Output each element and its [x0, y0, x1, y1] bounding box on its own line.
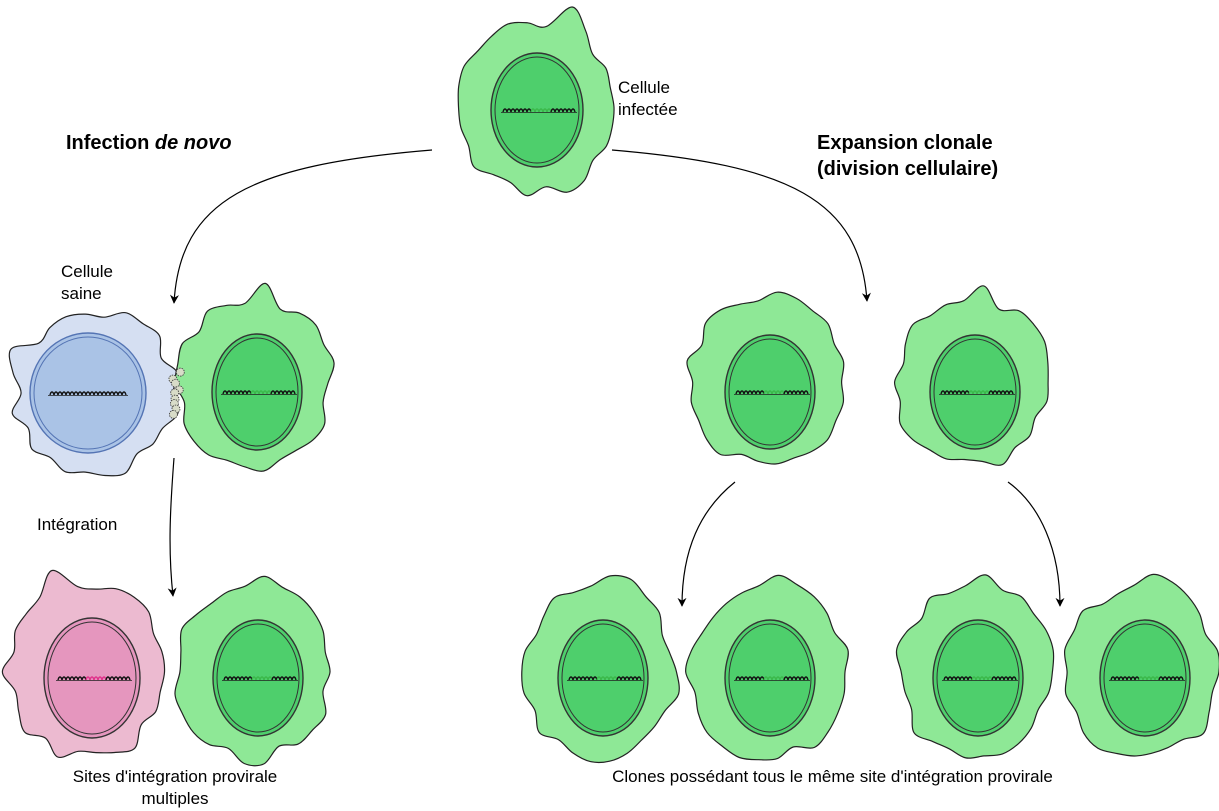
heading-clonal-line2: (division cellulaire): [817, 158, 999, 180]
nucleus-envelope: [212, 619, 304, 737]
multiple-sites-caption: Sites d'intégration provirale multiples: [30, 766, 320, 810]
nucleus-inner-membrane: [33, 336, 143, 450]
nucleus-inner-membrane: [47, 621, 137, 735]
clone-cell-2: [893, 285, 1049, 466]
nucleus-envelope: [557, 619, 649, 737]
dna-provirus-icon: [221, 390, 297, 395]
infected-cell-label-line2: infectée: [618, 100, 678, 119]
nucleus-inner-membrane: [216, 623, 300, 733]
nucleus-envelope: [43, 617, 141, 739]
clone-cell-2a: [895, 574, 1055, 759]
multiple-sites-line1: Sites d'intégration provirale: [72, 767, 278, 786]
nucleus-envelope: [1099, 619, 1191, 737]
virion-icon: [168, 409, 178, 419]
heading-de-novo: Infection de novo: [66, 130, 232, 156]
integration-label: Intégration: [37, 515, 118, 534]
multiple-sites-line2: multiples: [141, 789, 209, 808]
dna-provirus-icon: [939, 390, 1015, 395]
nucleus-envelope: [932, 619, 1024, 737]
nucleus-envelope: [490, 52, 584, 168]
heading-de-novo-prefix: Infection: [66, 132, 155, 154]
clone-cell-1a: [521, 574, 680, 764]
arrow-integration: [167, 457, 177, 597]
nucleus-envelope: [211, 333, 303, 451]
nucleus-inner-membrane: [728, 338, 812, 446]
arrow-division-left: [677, 481, 736, 607]
dna-provirus-icon: [1109, 676, 1185, 681]
dna-provirus-icon: [942, 676, 1018, 681]
healthy-cell: [8, 311, 179, 477]
dna-provirus-icon: [56, 676, 132, 681]
clone-cell-1: [686, 291, 845, 465]
nucleus-inner-membrane: [728, 623, 812, 733]
heading-clonal-expansion: Expansion clonale (division cellulaire): [817, 130, 998, 182]
virion-icon: [171, 378, 180, 388]
arrow-clonal-expansion: [611, 149, 871, 302]
nucleus-inner-membrane: [215, 337, 299, 447]
dna-provirus-icon: [501, 108, 577, 113]
nucleus-inner-membrane: [933, 338, 1017, 446]
infected-cell-label: Cellule infectée: [618, 77, 678, 121]
nucleus-inner-membrane: [561, 623, 645, 733]
arrow-division-right: [1007, 481, 1065, 607]
healthy-cell-label-line2: saine: [61, 284, 102, 303]
cells: [1, 6, 1219, 767]
clones-caption: Clones possédant tous le même site d'int…: [612, 767, 1053, 786]
heading-de-novo-italic: de novo: [154, 132, 232, 154]
new-integration-cell: [1, 569, 166, 759]
dna-provirus-icon: [734, 390, 810, 395]
infected-cell-label-line1: Cellule: [618, 78, 670, 97]
dna-provirus-icon: [567, 676, 643, 681]
nucleus-envelope: [724, 619, 816, 737]
nucleus-inner-membrane: [1103, 623, 1187, 733]
dna-provirus-icon: [222, 676, 298, 681]
nucleus-envelope: [724, 334, 816, 450]
donor-cell: [174, 282, 335, 472]
nucleus-inner-membrane: [936, 623, 1020, 733]
healthy-cell-label: Cellule saine: [61, 261, 113, 305]
dna-host-icon: [48, 391, 128, 396]
nucleus-envelope: [929, 334, 1021, 450]
infected-cell-top: [457, 6, 615, 197]
clone-cell-2b: [1063, 573, 1219, 757]
virion-icon: [175, 367, 185, 377]
clone-cell-1b: [685, 574, 849, 761]
arrow-infection-de-novo: [169, 149, 433, 304]
heading-clonal-line1: Expansion clonale: [817, 132, 993, 154]
healthy-cell-label-line1: Cellule: [61, 262, 113, 281]
virological-synapse: [168, 367, 185, 419]
nucleus-envelope: [29, 332, 147, 454]
donor-cell-bottom: [174, 575, 331, 767]
dna-provirus-icon: [734, 676, 810, 681]
nucleus-inner-membrane: [494, 56, 580, 164]
